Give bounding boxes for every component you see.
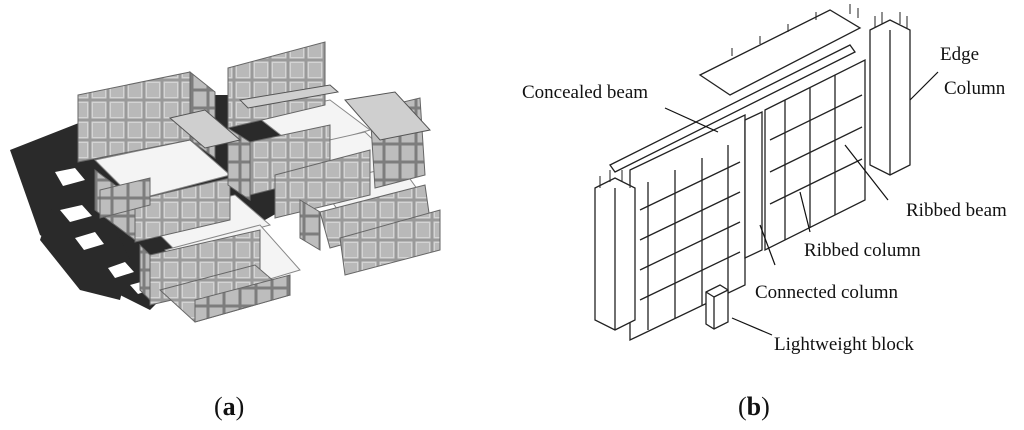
label-edge: Edge — [940, 44, 980, 65]
left-panel-grid — [639, 145, 741, 330]
top-beams — [168, 84, 431, 149]
caption-b-letter: b — [746, 392, 762, 421]
right-panel-grid — [769, 75, 863, 240]
caption-b: (b) — [738, 392, 770, 421]
label-ribbed-column: Ribbed column — [804, 240, 921, 261]
leader-lines — [664, 71, 939, 336]
label-ribbed-beam: Ribbed beam — [906, 200, 1007, 221]
connected-column — [744, 110, 763, 260]
component-drawing — [594, 4, 939, 342]
label-connected-column: Connected column — [755, 282, 898, 303]
rebar-stubs — [599, 4, 908, 188]
top-slab — [698, 9, 862, 96]
wall-panel-right — [764, 58, 866, 252]
label-lightweight-block: Lightweight block — [774, 334, 914, 355]
figure-a-isometric-model — [0, 0, 470, 380]
label-column: Column — [944, 78, 1006, 99]
caption-a: (a) — [214, 392, 245, 421]
wall-model-drawing — [10, 41, 441, 323]
concealed-beam-shape — [609, 44, 856, 173]
caption-a-letter: a — [222, 392, 236, 421]
figure-b-component-diagram: Concealed beam Edge Column Ribbed beam R… — [470, 0, 1024, 380]
label-concealed-beam: Concealed beam — [522, 82, 649, 103]
